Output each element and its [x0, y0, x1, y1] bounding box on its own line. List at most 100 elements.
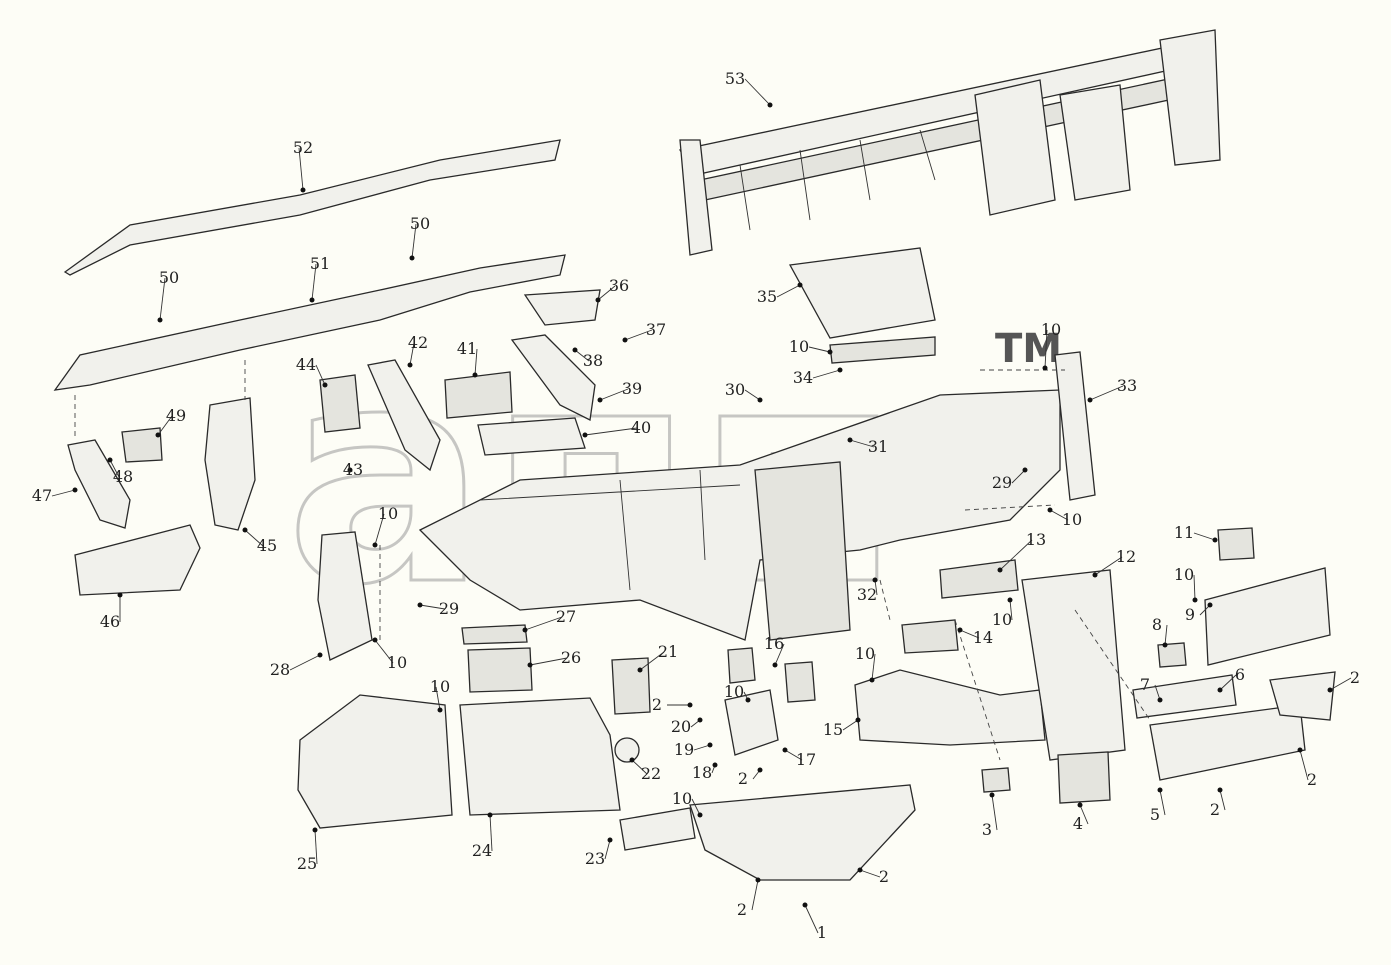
callout-10: 10: [1041, 320, 1061, 339]
callout-34: 34: [793, 368, 813, 387]
callout-leaders: [51, 78, 1352, 934]
callout-leader-12: [1094, 556, 1123, 576]
callout-leader-44: [315, 364, 326, 386]
callout-leader-10: [1193, 574, 1196, 601]
fastener-dot: [1217, 787, 1223, 793]
fastener-dot: [157, 317, 163, 323]
callout-leader-47: [51, 489, 76, 497]
callout-3: 3: [982, 820, 992, 839]
callout-leader-31: [849, 439, 875, 448]
callout-10: 10: [724, 682, 744, 701]
fastener-dot: [1077, 802, 1083, 808]
instrument-panel-body-part: [418, 247, 1096, 641]
callout-7: 7: [1140, 675, 1150, 694]
callout-leader-11: [1193, 532, 1216, 541]
fastener-dot: [697, 717, 703, 723]
callout-leader-25: [314, 829, 318, 865]
callout-leader-1: [804, 904, 819, 934]
callout-10: 10: [992, 610, 1012, 629]
callout-2: 2: [1307, 770, 1317, 789]
fastener-dot: [697, 812, 703, 818]
callout-31: 31: [868, 437, 888, 456]
callout-leader-49: [157, 415, 173, 436]
callout-leader-36: [597, 285, 616, 301]
fastener-dot: [767, 102, 773, 108]
callout-41: 41: [457, 339, 477, 358]
fastener-dot: [522, 627, 528, 633]
callout-leader-34: [812, 369, 841, 379]
callout-10: 10: [430, 677, 450, 696]
callout-14: 14: [973, 628, 993, 647]
fastener-dot: [1212, 537, 1218, 543]
callout-10: 10: [789, 337, 809, 356]
fastener-dot: [802, 902, 808, 908]
callout-42: 42: [408, 333, 428, 352]
fastener-dot: [322, 382, 328, 388]
callout-leader-39: [599, 388, 629, 401]
callout-44: 44: [296, 355, 316, 374]
callout-leader-10: [374, 513, 385, 546]
callout-leader-6: [1219, 674, 1237, 691]
fastener-dot: [317, 652, 323, 658]
callout-leader-33: [1089, 385, 1124, 401]
callout-24: 24: [472, 841, 492, 860]
callout-leader-27: [524, 616, 563, 631]
fastener-dot: [242, 527, 248, 533]
left-ducts-group: [67, 289, 601, 596]
fastener-dot: [472, 372, 478, 378]
callout-leader-10: [691, 798, 701, 816]
fastener-dot: [745, 697, 751, 703]
fastener-dot: [857, 867, 863, 873]
callout-49: 49: [166, 406, 186, 425]
fastener-dot: [687, 702, 693, 708]
callout-15: 15: [823, 720, 843, 739]
callout-leader-2: [751, 879, 759, 911]
fastener-dot: [757, 767, 763, 773]
callout-53: 53: [725, 69, 745, 88]
callout-19: 19: [674, 740, 694, 759]
fastener-dot: [855, 717, 861, 723]
callout-11: 11: [1174, 523, 1194, 542]
callout-6: 6: [1235, 665, 1245, 684]
fastener-dot: [1022, 467, 1028, 473]
fastener-dot: [712, 762, 718, 768]
fastener-dot: [797, 282, 803, 288]
fastener-dot: [407, 362, 413, 368]
fastener-dot: [1217, 687, 1223, 693]
lower-left-panels: [297, 531, 916, 881]
callout-leader-19: [693, 744, 711, 751]
callout-leader-4: [1079, 804, 1089, 825]
callout-40: 40: [631, 418, 651, 437]
callout-25: 25: [297, 854, 317, 873]
callout-2: 2: [879, 867, 889, 886]
callout-12: 12: [1116, 547, 1136, 566]
callout-10: 10: [855, 644, 875, 663]
callout-18: 18: [692, 763, 712, 782]
callout-leader-50: [159, 277, 166, 321]
callout-10: 10: [672, 789, 692, 808]
callout-leader-10: [1009, 599, 1013, 621]
callout-9: 9: [1185, 605, 1195, 624]
callout-2: 2: [652, 695, 662, 714]
callout-46: 46: [100, 612, 120, 631]
callout-43: 43: [343, 460, 363, 479]
fastener-dot: [1207, 602, 1213, 608]
fastener-dot: [629, 757, 635, 763]
callout-leader-5: [1159, 789, 1166, 816]
callout-leader-14: [959, 629, 980, 639]
fastener-dot: [72, 487, 78, 493]
callout-22: 22: [641, 764, 661, 783]
callout-leader-42: [409, 342, 415, 366]
fastener-dot: [1297, 747, 1303, 753]
callout-48: 48: [113, 467, 133, 486]
callout-leader-2: [859, 869, 881, 878]
fastener-dot: [1047, 507, 1053, 513]
callout-52: 52: [293, 138, 313, 157]
callout-30: 30: [725, 380, 745, 399]
fastener-dot: [437, 707, 443, 713]
callout-leader-45: [244, 529, 264, 547]
fastener-dot: [372, 542, 378, 548]
fastener-dot: [527, 662, 533, 668]
watermark-tm: TM: [995, 326, 1062, 372]
